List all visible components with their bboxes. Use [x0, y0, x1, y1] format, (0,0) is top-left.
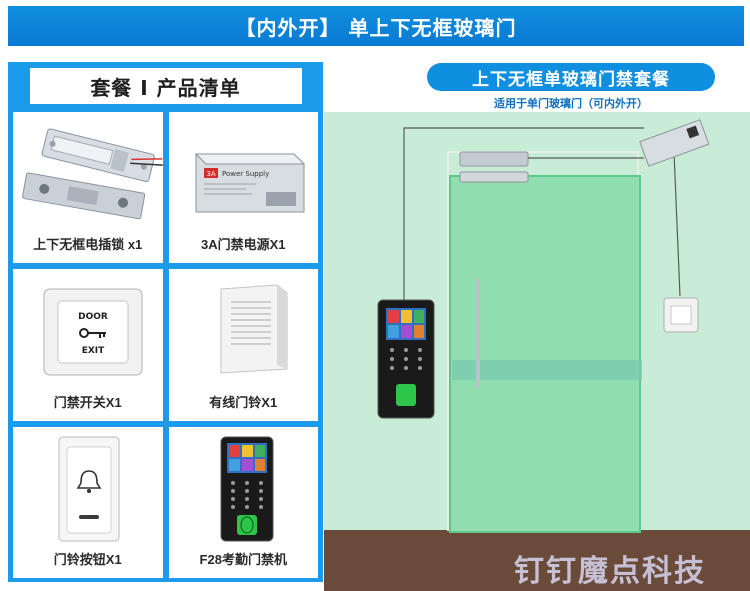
glass-door	[450, 176, 640, 532]
doorbell-chime-icon	[220, 284, 287, 374]
scene-fingerprint-terminal	[377, 299, 435, 419]
product-label: 门禁开关X1	[53, 394, 122, 410]
product-label: 上下无框电插锁 x1	[33, 237, 143, 253]
product-card[interactable]: 门铃按钮X1	[13, 426, 163, 578]
product-card[interactable]: 有线门铃X1	[168, 269, 318, 421]
bolt-strike-plate	[459, 171, 529, 183]
fingerprint-terminal-icon	[220, 436, 273, 542]
electric-bolt-lock-icon	[22, 128, 163, 220]
power-supply-icon: 3A Power Supply	[194, 153, 305, 213]
scene-power-supply	[639, 119, 710, 167]
product-card[interactable]: 3A Power Supply 3A门禁电源X1	[168, 112, 318, 264]
product-list-title: 套餐 I 产品清单	[29, 68, 302, 104]
top-banner: 【内外开】 单上下无框玻璃门	[8, 6, 744, 46]
power-badge-text: 3A	[206, 170, 215, 178]
scene-floor	[324, 530, 750, 591]
power-device-text: Power Supply	[222, 170, 269, 178]
product-label: 门铃按钮X1	[53, 551, 122, 567]
product-label: 3A门禁电源X1	[200, 237, 286, 253]
exit-device-text-exit: EXIT	[82, 346, 105, 356]
installation-diagram	[377, 119, 710, 533]
product-list-panel: 套餐 I 产品清单	[8, 62, 323, 582]
banner-title: 【内外开】 单上下无框玻璃门	[235, 15, 517, 40]
exit-device-text-door: DOOR	[78, 312, 108, 322]
exit-button-icon: DOOR EXIT	[43, 288, 143, 376]
kit-subtitle: 适用于单门玻璃门（可内外开）	[494, 97, 648, 110]
product-card[interactable]: 上下无框电插锁 x1	[13, 112, 163, 264]
door-handle	[476, 278, 480, 388]
watermark: 钉钉魔点科技	[514, 554, 706, 589]
product-card[interactable]: F28考勤门禁机	[168, 426, 318, 578]
kit-title: 上下无框单玻璃门禁套餐	[427, 63, 715, 91]
doorbell-button-icon	[58, 436, 120, 542]
bolt-lock-top	[459, 151, 529, 167]
product-list-header: 套餐 I 产品清单	[8, 62, 323, 110]
product-grid: 上下无框电插锁 x1 3A Power Supply 3A门禁电源X1	[13, 112, 318, 578]
product-label: 有线门铃X1	[209, 394, 278, 410]
product-label: F28考勤门禁机	[199, 551, 287, 567]
product-card[interactable]: DOOR EXIT 门禁开关X1	[13, 269, 163, 421]
